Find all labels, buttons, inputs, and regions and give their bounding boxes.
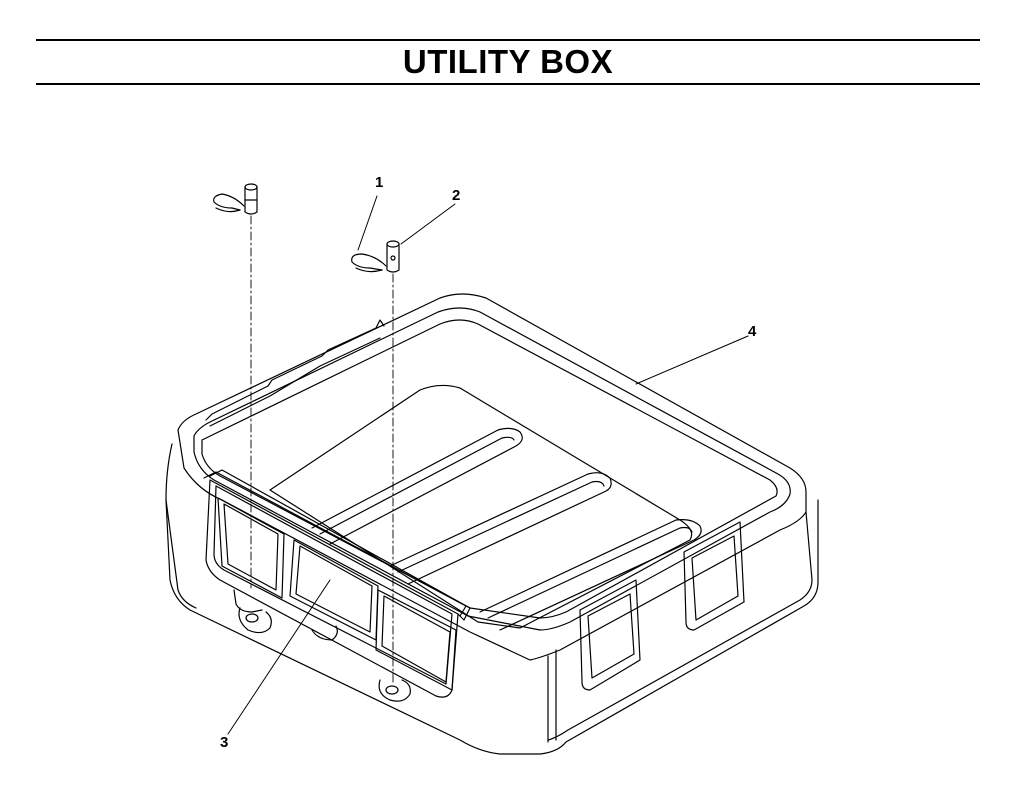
front-panel-door [203, 469, 471, 702]
floor-ribs [311, 427, 702, 631]
header-bottom-rule [36, 83, 980, 85]
header-top-rule [36, 39, 980, 41]
hitch-pin-right [386, 240, 400, 273]
hitch-pin-left [244, 183, 258, 215]
utility-box-body [165, 293, 819, 755]
callout-1-label: 1 [375, 174, 384, 191]
side-handles [579, 521, 745, 691]
callout-2-label: 2 [452, 187, 461, 204]
page-title: UTILITY BOX [402, 43, 614, 80]
hair-pin-clip-right [351, 253, 387, 273]
assembly-center-lines [250, 215, 394, 683]
callout-4-label: 4 [748, 323, 757, 340]
callout-leader-lines [227, 195, 749, 735]
callout-3-label: 3 [220, 734, 229, 751]
hair-pin-clip-left [213, 193, 245, 213]
